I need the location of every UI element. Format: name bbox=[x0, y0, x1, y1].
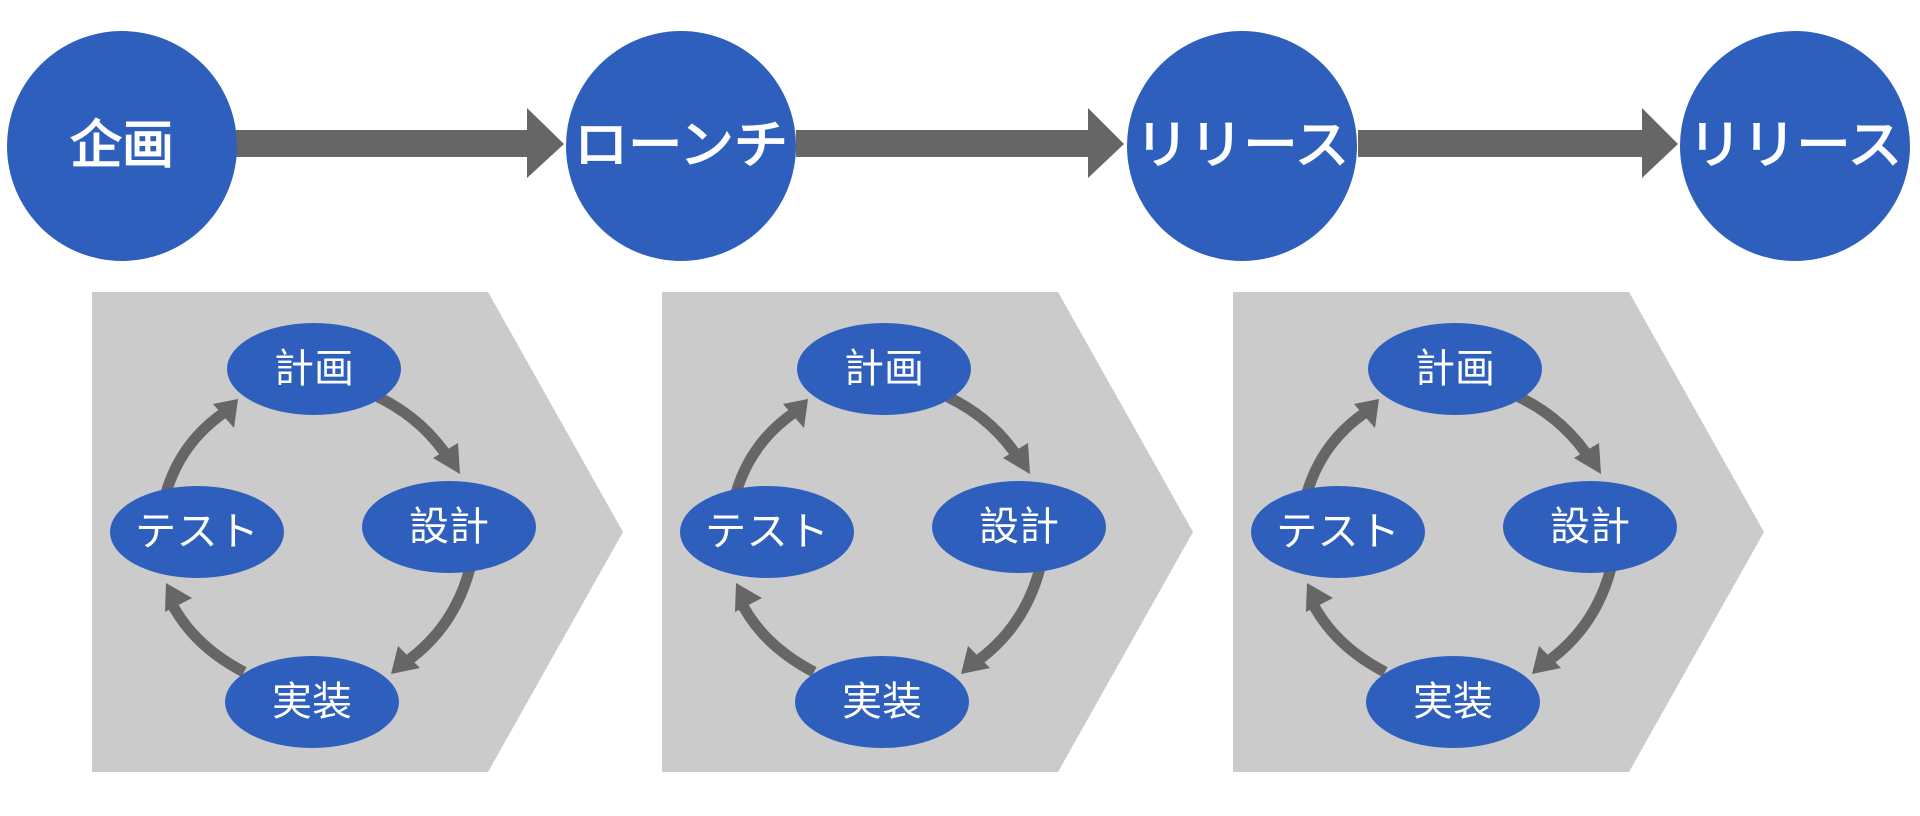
step-ellipse bbox=[797, 323, 971, 415]
step-implement: 実装 bbox=[795, 656, 969, 748]
step-ellipse bbox=[1251, 486, 1425, 578]
step-label: 計画 bbox=[844, 346, 924, 392]
step-ellipse bbox=[225, 656, 399, 748]
cycle-arrows bbox=[730, 392, 1046, 677]
arrow-design-to-implement bbox=[976, 566, 1046, 664]
step-test: テスト bbox=[680, 486, 854, 578]
timeline-arrow-1 bbox=[236, 108, 564, 178]
milestone-label: ローンチ bbox=[574, 116, 788, 176]
step-label: 実装 bbox=[842, 679, 922, 725]
milestone-1: 企画 bbox=[7, 31, 237, 261]
arrow-design-to-implement-head bbox=[961, 646, 990, 674]
arrow-test-to-plan-head bbox=[783, 399, 808, 428]
arrow-design-to-implement bbox=[406, 566, 476, 664]
step-ellipse bbox=[1366, 656, 1540, 748]
step-label: 設計 bbox=[1550, 504, 1630, 550]
arrow-implement-to-test bbox=[1306, 597, 1388, 677]
arrow-test-to-plan-head bbox=[213, 399, 238, 428]
arrow-test-to-plan bbox=[730, 407, 799, 495]
step-ellipse bbox=[1368, 323, 1542, 415]
step-design: 設計 bbox=[362, 481, 536, 573]
arrow-plan-to-design-head bbox=[1574, 443, 1601, 474]
arrow-test-to-plan bbox=[160, 407, 229, 495]
step-label: 計画 bbox=[1415, 346, 1495, 392]
milestone-3: リリース bbox=[1127, 31, 1357, 261]
milestone-circle bbox=[7, 31, 237, 261]
step-ellipse bbox=[932, 481, 1106, 573]
step-plan: 計画 bbox=[227, 323, 401, 415]
step-implement: 実装 bbox=[225, 656, 399, 748]
milestone-label: リリース bbox=[1688, 116, 1902, 176]
arrow-implement-to-test bbox=[735, 597, 817, 677]
step-design: 設計 bbox=[1503, 481, 1677, 573]
step-ellipse bbox=[795, 656, 969, 748]
step-ellipse bbox=[110, 486, 284, 578]
milestone-2: ローンチ bbox=[566, 31, 796, 261]
step-plan: 計画 bbox=[797, 323, 971, 415]
step-label: 設計 bbox=[409, 504, 489, 550]
step-label: テスト bbox=[135, 509, 259, 555]
iteration-panel-2: 計画 設計 実装 テスト bbox=[662, 292, 1193, 772]
arrow-implement-to-test bbox=[165, 597, 247, 677]
arrow-design-to-implement bbox=[1547, 566, 1617, 664]
milestone-label: 企画 bbox=[70, 116, 174, 176]
step-ellipse bbox=[362, 481, 536, 573]
step-ellipse bbox=[680, 486, 854, 578]
arrow-implement-to-test-head bbox=[165, 583, 192, 612]
arrow-plan-to-design-head bbox=[1003, 443, 1030, 474]
arrow-test-to-plan bbox=[1301, 407, 1370, 495]
step-label: テスト bbox=[1276, 509, 1400, 555]
step-label: テスト bbox=[705, 509, 829, 555]
step-plan: 計画 bbox=[1368, 323, 1542, 415]
step-ellipse bbox=[227, 323, 401, 415]
arrow-plan-to-design-head bbox=[433, 443, 460, 474]
milestone-label: リリース bbox=[1135, 116, 1349, 176]
arrow-implement-to-test-head bbox=[735, 583, 762, 612]
step-label: 実装 bbox=[272, 679, 352, 725]
timeline-arrow-3 bbox=[1358, 108, 1678, 178]
step-label: 実装 bbox=[1413, 679, 1493, 725]
milestone-circle bbox=[1680, 31, 1910, 261]
step-implement: 実装 bbox=[1366, 656, 1540, 748]
step-test: テスト bbox=[1251, 486, 1425, 578]
milestone-4: リリース bbox=[1680, 31, 1910, 261]
milestone-circle bbox=[566, 31, 796, 261]
cycle-arrows bbox=[1301, 392, 1617, 677]
cycle-arrows bbox=[160, 392, 476, 677]
step-label: 計画 bbox=[274, 346, 354, 392]
timeline-arrow-2 bbox=[796, 108, 1124, 178]
iteration-panel-1: 計画 設計 実装 テスト bbox=[92, 292, 623, 772]
step-test: テスト bbox=[110, 486, 284, 578]
arrow-test-to-plan-head bbox=[1354, 399, 1379, 428]
timeline-connectors bbox=[236, 108, 1678, 178]
step-ellipse bbox=[1503, 481, 1677, 573]
step-label: 設計 bbox=[979, 504, 1059, 550]
milestone-circle bbox=[1127, 31, 1357, 261]
step-design: 設計 bbox=[932, 481, 1106, 573]
arrow-design-to-implement-head bbox=[391, 646, 420, 674]
arrow-design-to-implement-head bbox=[1532, 646, 1561, 674]
arrow-implement-to-test-head bbox=[1306, 583, 1333, 612]
iteration-panel-3: 計画 設計 実装 テスト bbox=[1233, 292, 1764, 772]
